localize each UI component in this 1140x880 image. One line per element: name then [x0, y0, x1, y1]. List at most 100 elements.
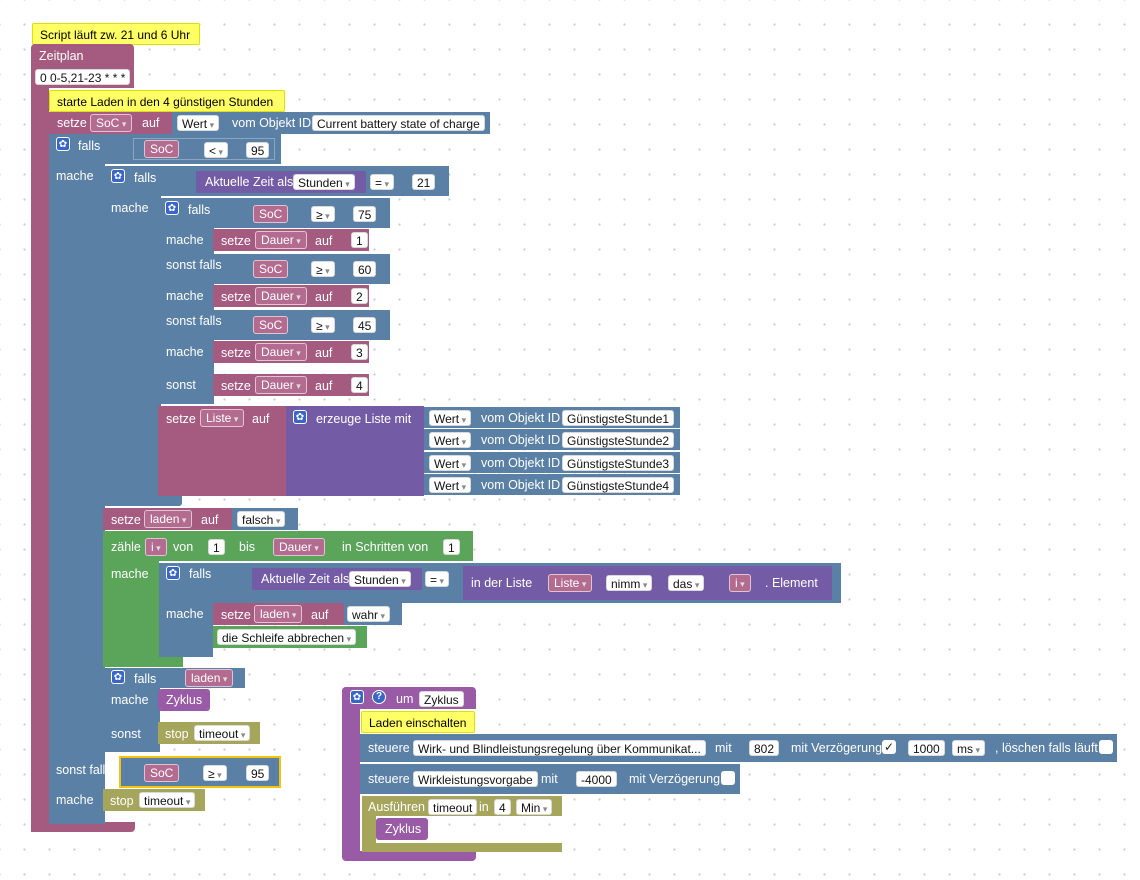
var-dauer-dropdown[interactable]: Dauer	[255, 343, 307, 361]
value-type-dropdown[interactable]: Wert	[429, 410, 472, 426]
number-1000[interactable]: 1000	[908, 740, 945, 756]
schedule-footer	[31, 822, 135, 832]
break-loop-dropdown[interactable]: die Schleife abbrechen	[217, 629, 357, 645]
object-id-s1[interactable]: GünstigsteStunde1	[562, 410, 675, 426]
operator-ge-dropdown[interactable]: ≥	[311, 261, 335, 277]
number-2[interactable]: 2	[351, 288, 368, 304]
number-3[interactable]: 3	[351, 344, 368, 360]
if-time-list-footer	[159, 649, 183, 657]
create-list-block[interactable]	[286, 406, 424, 496]
call-zyklus-2[interactable]	[376, 818, 428, 840]
timeout-dropdown[interactable]: timeout	[139, 792, 196, 808]
number-95[interactable]: 95	[246, 142, 270, 158]
value-type-dropdown[interactable]: Wert	[177, 115, 220, 131]
help-icon[interactable]: ?	[372, 690, 386, 704]
value-type-dropdown[interactable]: Wert	[429, 455, 472, 471]
object-id-wirkvorgabe[interactable]: Wirkleistungsvorgabe	[413, 771, 538, 787]
number-4-min[interactable]: 4	[494, 799, 511, 815]
number-minus-4000[interactable]: -4000	[576, 771, 617, 787]
if-time-21-block[interactable]	[105, 166, 161, 506]
from-object-label: vom Objekt ID	[232, 116, 312, 130]
var-liste-dropdown[interactable]: Liste	[200, 409, 245, 427]
control-label: steuere	[368, 772, 410, 786]
comment-script-time[interactable]: Script läuft zw. 21 und 6 Uhr	[32, 23, 200, 45]
list-mode-dropdown[interactable]: nimm	[606, 575, 653, 591]
var-laden-dropdown[interactable]: laden	[254, 605, 303, 623]
procedure-zyklus-block[interactable]	[342, 687, 360, 860]
var-liste-dropdown[interactable]: Liste	[548, 574, 593, 592]
execute-timeout-spine	[362, 796, 376, 852]
if-soc-levels-block[interactable]	[158, 198, 214, 404]
value-type-dropdown[interactable]: Wert	[429, 477, 472, 493]
number-1[interactable]: 1	[208, 539, 225, 555]
timeout-dropdown[interactable]: timeout	[194, 725, 251, 741]
if-label: falls	[189, 567, 212, 581]
var-i-dropdown[interactable]: i	[145, 538, 167, 556]
var-soc[interactable]: SoC	[144, 140, 180, 158]
var-soc[interactable]: SoC	[253, 316, 289, 334]
object-id-s4[interactable]: GünstigsteStunde4	[562, 477, 675, 493]
object-id-s2[interactable]: GünstigsteStunde2	[562, 432, 675, 448]
bool-true-dropdown[interactable]: wahr	[347, 606, 391, 622]
var-soc[interactable]: SoC	[253, 205, 289, 223]
operator-eq-dropdown[interactable]: =	[370, 174, 395, 190]
gear-icon[interactable]: ✿	[350, 690, 364, 704]
set-label: setze	[221, 346, 251, 360]
operator-ge-dropdown[interactable]: ≥	[203, 765, 227, 781]
var-soc[interactable]: SoC	[144, 764, 180, 782]
timeout-name-field[interactable]: timeout	[428, 799, 478, 815]
delay-unit-dropdown[interactable]: ms	[952, 740, 986, 756]
procedure-name-field[interactable]: Zyklus	[419, 691, 464, 707]
var-dauer-dropdown[interactable]: Dauer	[255, 287, 307, 305]
var-laden[interactable]: laden	[185, 669, 234, 687]
time-unit-min-dropdown[interactable]: Min	[516, 799, 553, 815]
bool-false-dropdown[interactable]: falsch	[237, 511, 286, 527]
value-type-dropdown[interactable]: Wert	[429, 432, 472, 448]
operator-eq-dropdown[interactable]: =	[425, 571, 450, 587]
delay-checkbox[interactable]: ✓	[882, 740, 896, 754]
schedule-cron-field[interactable]: 0 0-5,21-23 * * *	[35, 69, 131, 85]
var-dauer-dropdown[interactable]: Dauer	[255, 376, 307, 394]
number-1[interactable]: 1	[443, 539, 460, 555]
var-dauer-dropdown[interactable]: Dauer	[255, 231, 307, 249]
number-802[interactable]: 802	[749, 740, 780, 756]
number-45[interactable]: 45	[353, 317, 377, 333]
object-id-wirk-blind[interactable]: Wirk- und Blindleistungsregelung über Ko…	[413, 740, 706, 756]
call-zyklus-1[interactable]	[158, 689, 210, 711]
gear-icon[interactable]: ✿	[293, 410, 307, 424]
gear-icon[interactable]: ✿	[111, 670, 125, 684]
delay-checkbox[interactable]	[721, 771, 735, 785]
if-label: falls	[78, 139, 101, 153]
clear-running-checkbox[interactable]	[1099, 740, 1113, 754]
to-label: auf	[311, 608, 329, 622]
to-count-label: bis	[239, 540, 255, 554]
if-soc-lt-95-block[interactable]	[49, 134, 105, 824]
operator-ge-dropdown[interactable]: ≥	[311, 206, 335, 222]
operator-lt-dropdown[interactable]: <	[204, 142, 229, 158]
number-95[interactable]: 95	[246, 765, 270, 781]
var-laden-dropdown[interactable]: laden	[144, 510, 193, 528]
number-1[interactable]: 1	[351, 232, 368, 248]
comment-charge-hours[interactable]: starte Laden in den 4 günstigen Stunden	[49, 90, 285, 112]
gear-icon[interactable]: ✿	[111, 169, 125, 183]
gear-icon[interactable]: ✿	[165, 201, 179, 215]
list-where-dropdown[interactable]: das	[668, 575, 705, 591]
var-soc[interactable]: SoC	[253, 260, 289, 278]
object-id-s3[interactable]: GünstigsteStunde3	[562, 455, 675, 471]
object-id-battery[interactable]: Current battery state of charge	[312, 115, 485, 131]
number-60[interactable]: 60	[353, 261, 377, 277]
count-loop-footer	[103, 657, 183, 667]
var-soc-dropdown[interactable]: SoC	[90, 114, 133, 132]
else-label: sonst	[166, 378, 196, 392]
gear-icon[interactable]: ✿	[166, 566, 180, 580]
comment-enable-charge[interactable]: Laden einschalten	[361, 711, 475, 733]
number-75[interactable]: 75	[353, 206, 377, 222]
operator-ge-dropdown[interactable]: ≥	[311, 317, 335, 333]
var-i-dropdown[interactable]: i	[729, 574, 751, 592]
gear-icon[interactable]: ✿	[56, 137, 70, 151]
number-4[interactable]: 4	[351, 377, 368, 393]
time-unit-dropdown[interactable]: Stunden	[293, 174, 355, 190]
number-21[interactable]: 21	[412, 174, 436, 190]
var-dauer-dropdown[interactable]: Dauer	[273, 538, 325, 556]
time-unit-dropdown[interactable]: Stunden	[349, 571, 411, 587]
